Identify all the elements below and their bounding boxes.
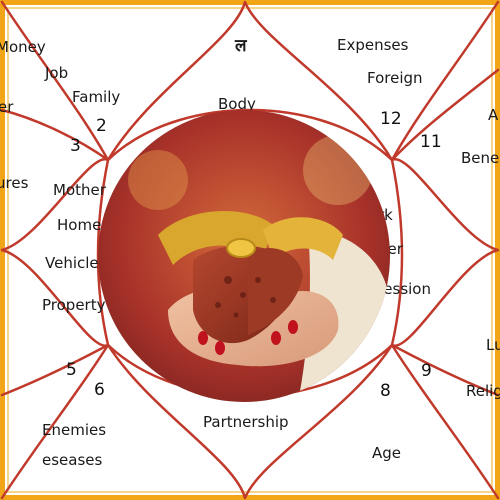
house-3-label: er — [0, 98, 14, 116]
arc-left-bottom — [0, 343, 110, 397]
house-8-number: 8 — [380, 381, 391, 401]
house-2-label-job: Job — [45, 64, 69, 82]
house-12-label-expenses: Expenses — [337, 36, 409, 54]
house-6-number: 6 — [94, 380, 105, 400]
house-6-label-diseases: eseases — [42, 451, 103, 469]
photo-illustration — [98, 110, 390, 402]
house-4-label-mother: Mother — [53, 181, 106, 199]
house-4-label-home: Home — [57, 216, 102, 234]
wedding-hands-mehndi-photo — [98, 110, 390, 402]
house-2-label-money: Money — [0, 38, 46, 56]
house-9-label: Religi — [466, 382, 500, 400]
house-1-label: Body — [218, 95, 256, 113]
house-6-label-enemies: Enemies — [42, 421, 107, 439]
house-5-label-partial: ures — [0, 174, 29, 192]
house-11-label-bene: Bene — [461, 149, 500, 167]
house-12-number: 12 — [380, 109, 402, 129]
house-11-number: 11 — [420, 132, 442, 152]
house-2-label-family: Family — [72, 88, 121, 106]
house-8-label-age: Age — [372, 444, 402, 462]
arc-right-top — [390, 68, 500, 162]
arc-left-top — [0, 108, 110, 162]
house-10-label-profession: fession — [378, 280, 431, 298]
diag-bottom-right — [390, 343, 500, 500]
house-5-number: 5 — [66, 360, 77, 380]
house-3-number: 3 — [70, 136, 81, 156]
house-9-number: 9 — [421, 361, 432, 381]
house-2-number: 2 — [96, 116, 107, 136]
inner-border — [7, 7, 493, 493]
arc-right-bottom — [390, 343, 500, 397]
lagna-glyph: ल — [235, 36, 247, 56]
house-4-label-vehicle: Vehicle — [45, 254, 99, 272]
house-4-label-property: Property — [42, 296, 106, 314]
diag-top-left — [0, 0, 110, 162]
house-lu-label: Lu — [486, 336, 500, 354]
house-7-label: Partnership — [203, 413, 289, 431]
house-11-label-a: A — [488, 106, 499, 124]
diag-top-right — [390, 0, 500, 162]
diag-bottom-left — [0, 343, 110, 500]
petal-right — [390, 158, 500, 347]
house-12-label-foreign: Foreign — [367, 69, 423, 87]
